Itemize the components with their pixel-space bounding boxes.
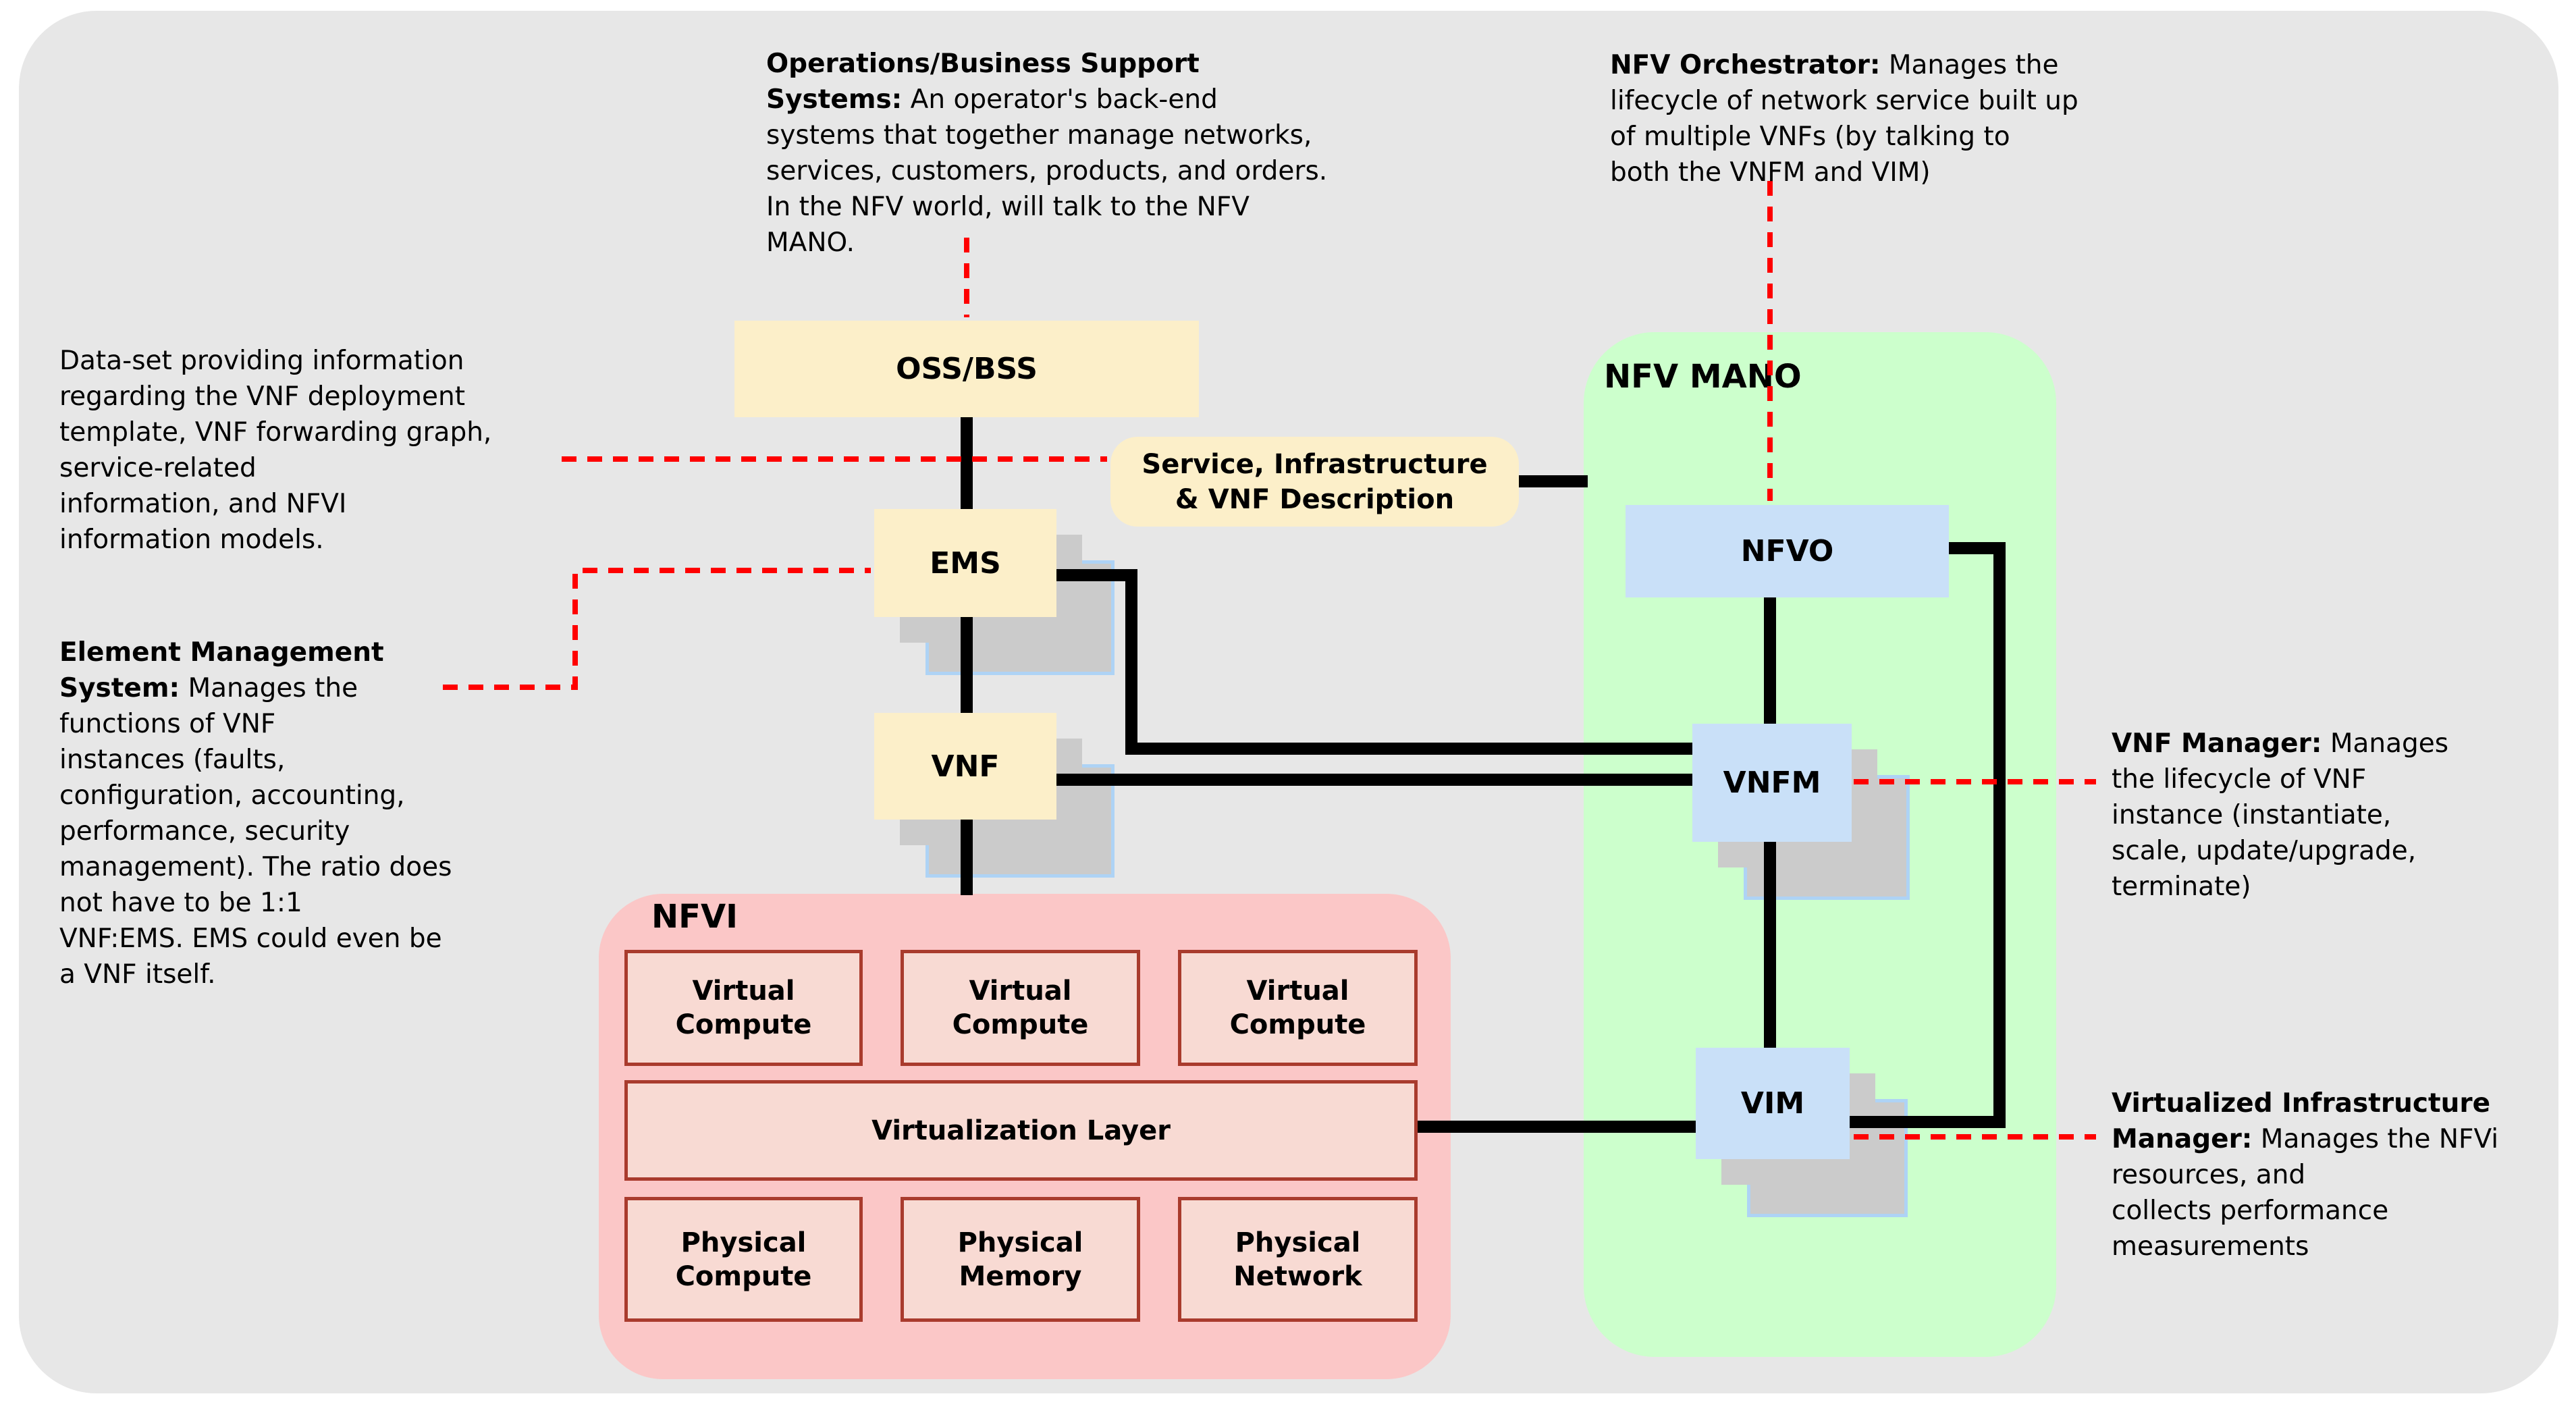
physical-compute-box: Physical Compute xyxy=(624,1197,863,1322)
annotation-line: both the VNFM and VIM) xyxy=(1610,157,1931,188)
annotation-line: Systems: An operator's back-end xyxy=(766,84,1218,115)
annotation-line: functions of VNF xyxy=(59,709,276,739)
ems-box: EMS xyxy=(874,509,1056,617)
service-description-box: Service, Infrastructure & VNF Descriptio… xyxy=(1110,437,1519,527)
nfvo-annotation: NFV Orchestrator: Manages the lifecycle … xyxy=(1610,47,2078,190)
vnfm-box: VNFM xyxy=(1692,724,1852,842)
annotation-line: measurements xyxy=(2112,1231,2309,1262)
nfv-mano-label: NFV MANO xyxy=(1604,358,1802,396)
oss-annotation: Operations/Business Support Systems: An … xyxy=(766,46,1327,261)
virtualization-layer-box: Virtualization Layer xyxy=(624,1080,1418,1181)
physical-memory-box: Physical Memory xyxy=(901,1197,1140,1322)
annotation-line: a VNF itself. xyxy=(59,959,216,990)
annotation-line: VNF:EMS. EMS could even be xyxy=(59,924,442,954)
oss-bss-box: OSS/BSS xyxy=(734,321,1199,417)
annotation-line: Manager: Manages the NFVi xyxy=(2112,1124,2499,1154)
annotation-line: Element Management xyxy=(59,637,384,668)
annotation-line: management). The ratio does xyxy=(59,852,452,882)
annotation-line: Operations/Business Support xyxy=(766,49,1200,79)
annotation-line: not have to be 1:1 xyxy=(59,888,302,918)
virtual-compute-box-1: Virtual Compute xyxy=(624,950,863,1066)
annotation-line: regarding the VNF deployment xyxy=(59,381,465,412)
annotation-line: MANO. xyxy=(766,228,855,258)
annotation-line: scale, update/upgrade, xyxy=(2112,836,2417,866)
vim-box: VIM xyxy=(1696,1048,1850,1159)
annotation-line: resources, and xyxy=(2112,1160,2306,1190)
annotation-line: the lifecycle of VNF xyxy=(2112,764,2367,795)
annotation-line: terminate) xyxy=(2112,872,2251,902)
virtual-compute-box-3: Virtual Compute xyxy=(1178,950,1418,1066)
annotation-line: VNF Manager: Manages xyxy=(2112,728,2449,759)
annotation-line: collects performance xyxy=(2112,1196,2389,1226)
annotation-line: services, customers, products, and order… xyxy=(766,156,1328,186)
annotation-line: System: Manages the xyxy=(59,673,358,703)
annotation-line: information, and NFVI xyxy=(59,489,347,519)
virtual-compute-box-2: Virtual Compute xyxy=(901,950,1140,1066)
ems-annotation: Element Management System: Manages the f… xyxy=(59,635,452,992)
annotation-line: In the NFV world, will talk to the NFV xyxy=(766,192,1250,222)
annotation-line: performance, security xyxy=(59,816,350,847)
annotation-line: instances (faults, xyxy=(59,745,286,775)
nfvi-label: NFVI xyxy=(651,898,738,936)
physical-network-box: Physical Network xyxy=(1178,1197,1418,1322)
annotation-line: configuration, accounting, xyxy=(59,780,405,811)
annotation-line: lifecycle of network service built up xyxy=(1610,86,2078,116)
annotation-line: Virtualized Infrastructure xyxy=(2112,1088,2491,1119)
annotation-line: service-related xyxy=(59,453,257,483)
vim-annotation: Virtualized Infrastructure Manager: Mana… xyxy=(2112,1086,2498,1264)
dataset-annotation: Data-set providing information regarding… xyxy=(59,343,491,558)
annotation-line: of multiple VNFs (by talking to xyxy=(1610,122,2010,152)
annotation-line: NFV Orchestrator: Manages the xyxy=(1610,50,2059,80)
vnfm-annotation: VNF Manager: Manages the lifecycle of VN… xyxy=(2112,726,2448,905)
annotation-line: instance (instantiate, xyxy=(2112,800,2392,830)
annotation-line: systems that together manage networks, xyxy=(766,120,1312,151)
nfvo-box: NFVO xyxy=(1626,505,1949,597)
annotation-line: template, VNF forwarding graph, xyxy=(59,417,492,448)
annotation-line: information models. xyxy=(59,525,324,555)
annotation-line: Data-set providing information xyxy=(59,346,464,376)
vnf-box: VNF xyxy=(874,713,1056,820)
